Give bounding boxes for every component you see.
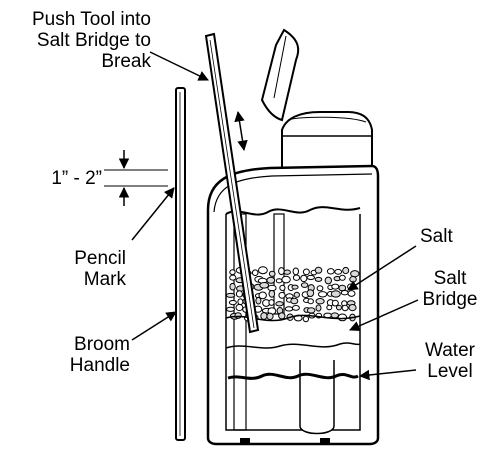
salt-granule: [300, 274, 308, 283]
salt-granule: [300, 282, 309, 288]
salt-granule: [229, 269, 236, 276]
salt-granule: [235, 290, 243, 298]
pencil-mark-label-line1: Pencil: [74, 248, 126, 269]
pencil-mark-label-line2: Mark: [83, 269, 126, 290]
salt-granule: [338, 284, 347, 292]
salt-granule: [331, 299, 339, 307]
salt-granule: [268, 270, 276, 277]
salt-granule: [229, 274, 237, 281]
salt-granule: [314, 276, 323, 282]
water-level-label-line2: Level: [427, 361, 473, 382]
salt-granule: [290, 297, 299, 305]
salt-granule: [331, 283, 340, 290]
salt-granule: [278, 291, 286, 299]
measurement-label: 1” - 2”: [51, 168, 102, 189]
salt-granule: [260, 312, 268, 320]
salt-granule: [349, 276, 357, 283]
salt-granule: [275, 278, 283, 284]
salt-granule: [292, 274, 301, 281]
salt-granule: [306, 307, 316, 314]
leader-lines: [131, 51, 419, 381]
salt-granule: [306, 289, 315, 298]
salt-granule: [350, 270, 360, 278]
salt-granule: [317, 291, 328, 298]
salt-granule: [291, 284, 299, 290]
salt-bridge-edge: [225, 314, 361, 322]
salt-granule: [237, 298, 244, 306]
salt-granule: [284, 306, 294, 312]
salt-granule: [302, 315, 310, 323]
salt-granule: [342, 266, 350, 275]
push-tool-label-line3: Break: [101, 51, 151, 72]
broom-handle-stick: [175, 87, 186, 441]
salt-granule: [228, 300, 237, 306]
salt-granule: [251, 269, 259, 277]
broom-handle-label: Broom Handle: [40, 334, 130, 376]
salt-granule: [258, 291, 267, 300]
salt-granule: [339, 274, 346, 281]
salt-granule: [326, 268, 335, 275]
salt-granule: [283, 269, 291, 275]
salt-granule: [314, 266, 323, 274]
push-tool-label: Push Tool into Salt Bridge to Break: [6, 9, 151, 72]
salt-granule: [316, 285, 324, 292]
salt-granule: [340, 290, 349, 296]
dimension-marker: [104, 150, 168, 206]
salt-granule: [278, 312, 286, 320]
salt-granule: [330, 312, 339, 319]
water-level-label-line1: Water: [425, 340, 475, 361]
salt-granule: [337, 313, 348, 322]
control-head: [281, 111, 373, 173]
water-level-label: Water Level: [412, 340, 488, 382]
salt-granule: [255, 296, 262, 305]
salt-granule: [292, 267, 299, 276]
salt-granule: [330, 290, 341, 298]
salt-granule: [324, 276, 332, 285]
salt-bridge-label: Salt Bridge: [412, 268, 488, 310]
salt-granule: [275, 301, 284, 307]
salt-granule: [336, 304, 342, 311]
open-lid: [260, 28, 300, 122]
water-level-line: [225, 342, 361, 380]
salt-granule: [293, 291, 300, 298]
salt-granule: [266, 312, 274, 320]
salt-granule: [306, 274, 315, 281]
salt-granule: [279, 284, 286, 291]
salt-granule: [291, 305, 300, 311]
salt-granule: [225, 292, 236, 298]
salt-granule: [348, 304, 357, 312]
salt-granule: [268, 289, 276, 298]
salt-granule: [266, 276, 276, 284]
push-tool-label-line2: Salt Bridge to: [36, 30, 151, 51]
salt-granule: [278, 267, 285, 276]
salt-granule: [234, 312, 242, 319]
salt-label: Salt: [420, 226, 453, 247]
salt-granule: [229, 282, 236, 291]
brine-tank-cabinet: [206, 164, 380, 446]
salt-granule: [302, 268, 310, 276]
salt-granule: [326, 304, 333, 311]
salt-granule: [258, 266, 268, 275]
push-tool-label-line1: Push Tool into: [31, 9, 151, 30]
salt-granule: [334, 268, 343, 275]
salt-granule: [307, 298, 314, 305]
push-tool-rod: [204, 32, 260, 334]
salt-granule: [281, 275, 291, 284]
broom-handle-label-line2: Handle: [69, 355, 130, 376]
salt-granule: [315, 304, 322, 312]
pencil-mark-label: Pencil Mark: [40, 248, 126, 290]
salt-granule: [226, 306, 235, 312]
salt-granule: [341, 304, 349, 312]
salt-granule: [315, 298, 325, 305]
salt-granule: [235, 303, 244, 312]
broom-handle-label-line1: Broom: [74, 334, 130, 355]
salt-granule: [259, 282, 270, 289]
motion-arrow: [234, 110, 248, 152]
salt-bridge-label-line2: Bridge: [422, 289, 478, 310]
salt-bridge-label-line1: Salt: [433, 268, 467, 289]
salt-granule: [268, 299, 275, 306]
salt-granule: [347, 290, 356, 297]
